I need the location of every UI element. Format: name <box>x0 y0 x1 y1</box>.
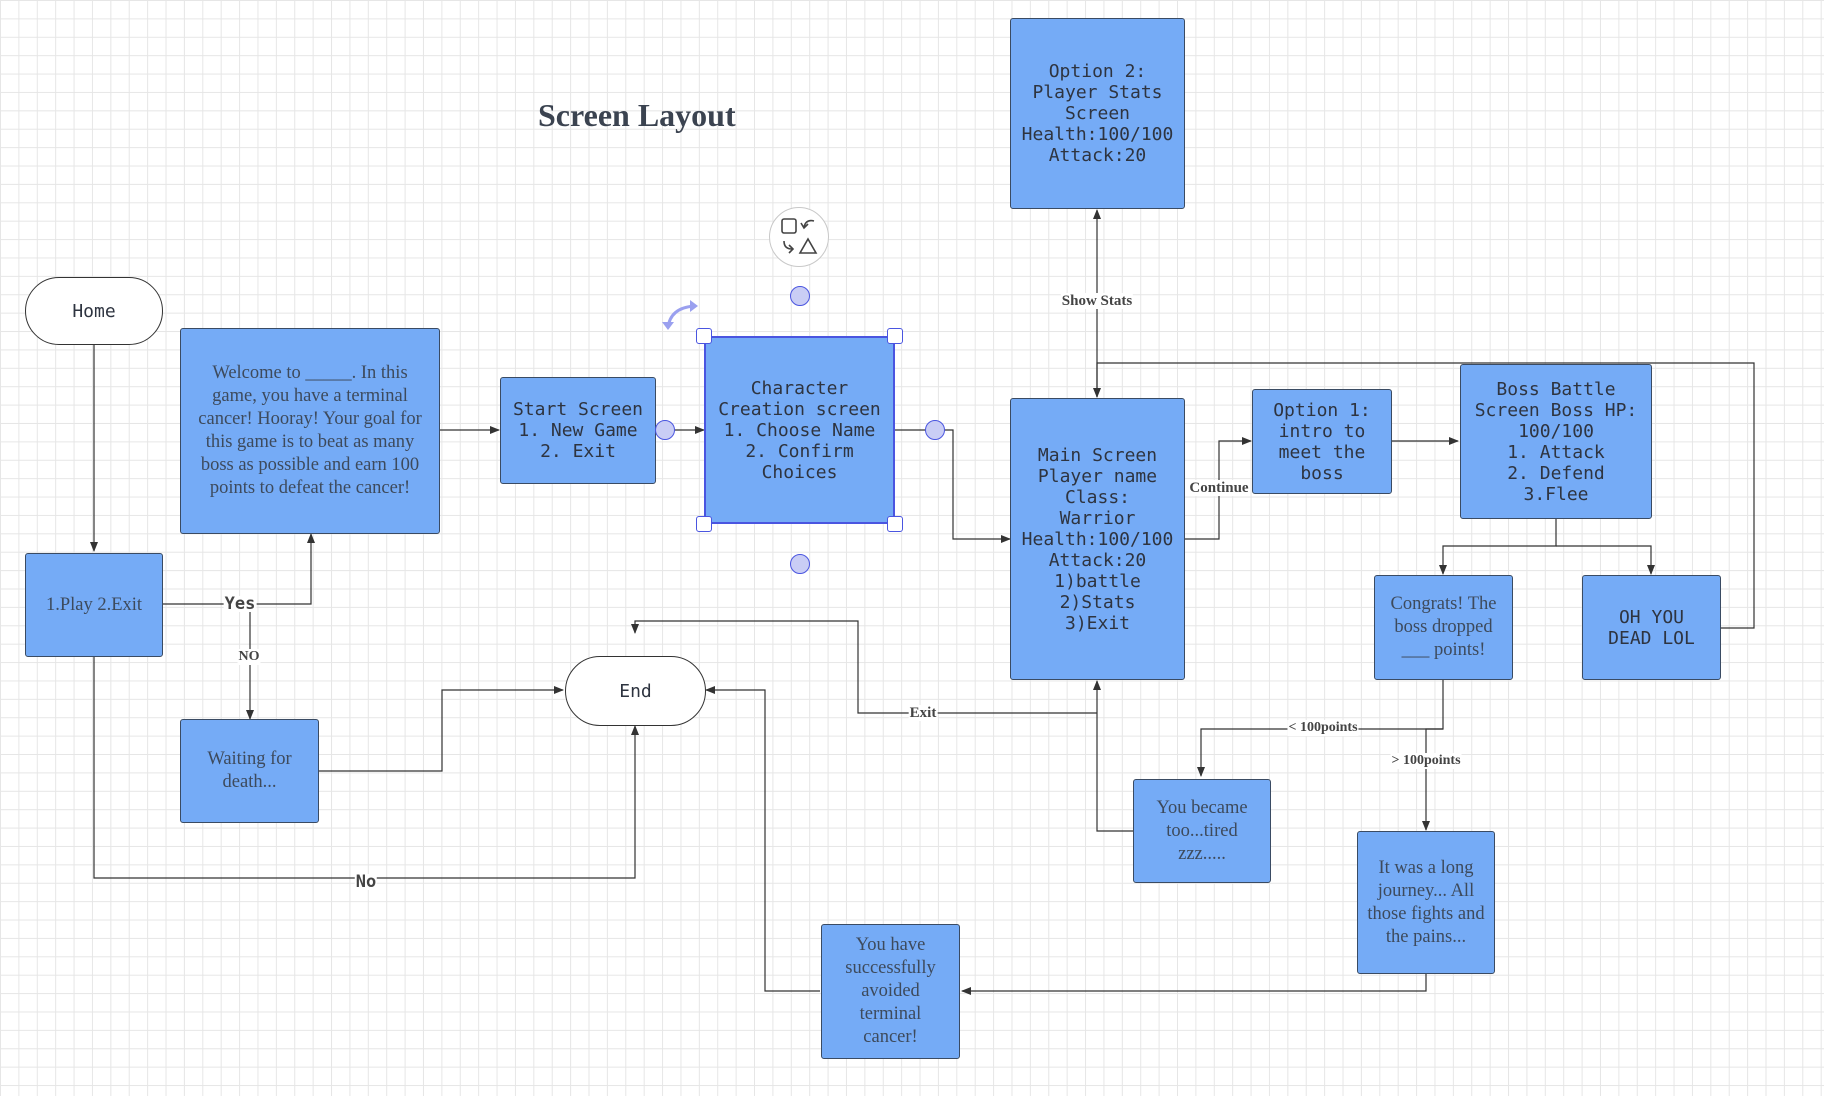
edge-avoided-end <box>705 686 820 992</box>
edge-label-yes: Yes <box>223 594 257 614</box>
swap-shape-button[interactable] <box>769 207 829 267</box>
edge-boss-congrats <box>1439 519 1557 575</box>
edge-journey-avoided <box>961 974 1427 995</box>
node-boss-battle[interactable]: Boss Battle Screen Boss HP: 100/100 1. A… <box>1460 364 1652 519</box>
edge-label-show-stats: Show Stats <box>1060 293 1134 309</box>
node-start-screen[interactable]: Start Screen 1. New Game 2. Exit <box>500 377 656 484</box>
node-main-screen[interactable]: Main Screen Player name Class: Warrior H… <box>1010 398 1185 680</box>
node-end[interactable]: End <box>565 656 706 726</box>
node-option1-intro[interactable]: Option 1: intro to meet the boss <box>1252 389 1392 494</box>
edge-label-continue: Continue <box>1188 480 1250 496</box>
resize-handle-bottom-right[interactable] <box>887 516 903 532</box>
edge-label-no-lower: No <box>354 872 378 892</box>
edge-play-welcome <box>163 533 315 605</box>
node-congrats[interactable]: Congrats! The boss dropped ___ points! <box>1374 575 1513 680</box>
connection-point-bottom[interactable] <box>790 554 810 574</box>
page-title: Screen Layout <box>538 97 736 133</box>
resize-handle-bottom-left[interactable] <box>696 516 712 532</box>
edge-congrats-journey <box>1422 728 1443 831</box>
node-character-creation[interactable]: Character Creation screen 1. Choose Name… <box>704 336 895 524</box>
edge-boss-dead <box>1556 545 1655 575</box>
node-home[interactable]: Home <box>25 277 163 345</box>
edge-label-less-100: < 100points <box>1287 720 1359 736</box>
node-play-exit[interactable]: 1.Play 2.Exit <box>25 553 163 657</box>
connection-point-left[interactable] <box>655 420 675 440</box>
resize-handle-top-right[interactable] <box>887 328 903 344</box>
resize-handle-top-left[interactable] <box>696 328 712 344</box>
node-waiting[interactable]: Waiting for death... <box>180 719 319 823</box>
node-dead[interactable]: OH YOU DEAD LOL <box>1582 575 1721 680</box>
edge-character-main <box>895 429 1011 543</box>
rotate-icon[interactable] <box>660 294 704 334</box>
connection-point-top[interactable] <box>790 286 810 306</box>
edge-dead-main <box>1093 362 1755 629</box>
swap-shape-icon <box>781 218 818 254</box>
node-welcome[interactable]: Welcome to _____. In this game, you have… <box>180 328 440 534</box>
node-option2-player-stats[interactable]: Option 2: Player Stats Screen Health:100… <box>1010 18 1185 209</box>
edge-label-no-upper: NO <box>237 649 261 665</box>
edge-main-end <box>631 620 1097 714</box>
node-avoided[interactable]: You have successfully avoided terminal c… <box>821 924 960 1059</box>
edge-tired-main <box>1093 680 1133 832</box>
edge-label-exit: Exit <box>908 705 938 721</box>
node-journey[interactable]: It was a long journey... All those fight… <box>1357 831 1495 974</box>
connection-point-right[interactable] <box>925 420 945 440</box>
edge-label-more-100: > 100points <box>1390 753 1462 769</box>
node-tired[interactable]: You became too...tired zzz..... <box>1133 779 1271 883</box>
edge-waiting-end <box>319 686 564 772</box>
